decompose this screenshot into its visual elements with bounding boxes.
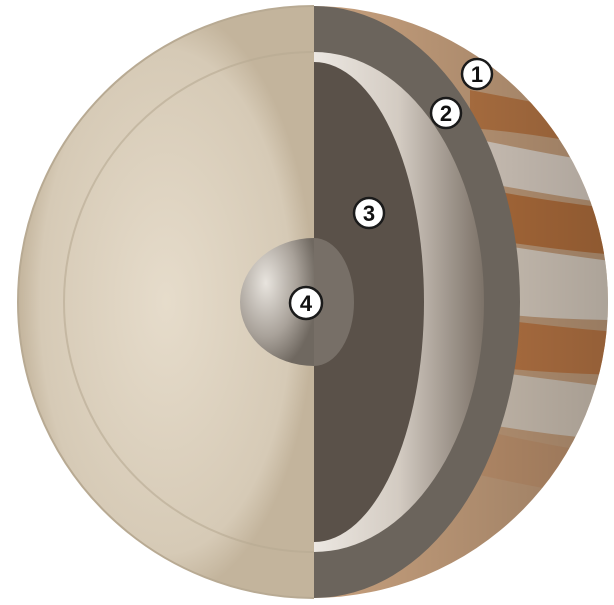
label-2-text: 2 [440, 101, 452, 126]
label-2: 2 [431, 98, 461, 128]
label-1-text: 1 [471, 62, 483, 87]
label-4-text: 4 [300, 291, 313, 316]
label-3: 3 [354, 198, 384, 228]
label-4: 4 [290, 287, 322, 319]
label-1: 1 [462, 59, 492, 89]
label-3-text: 3 [363, 201, 375, 226]
